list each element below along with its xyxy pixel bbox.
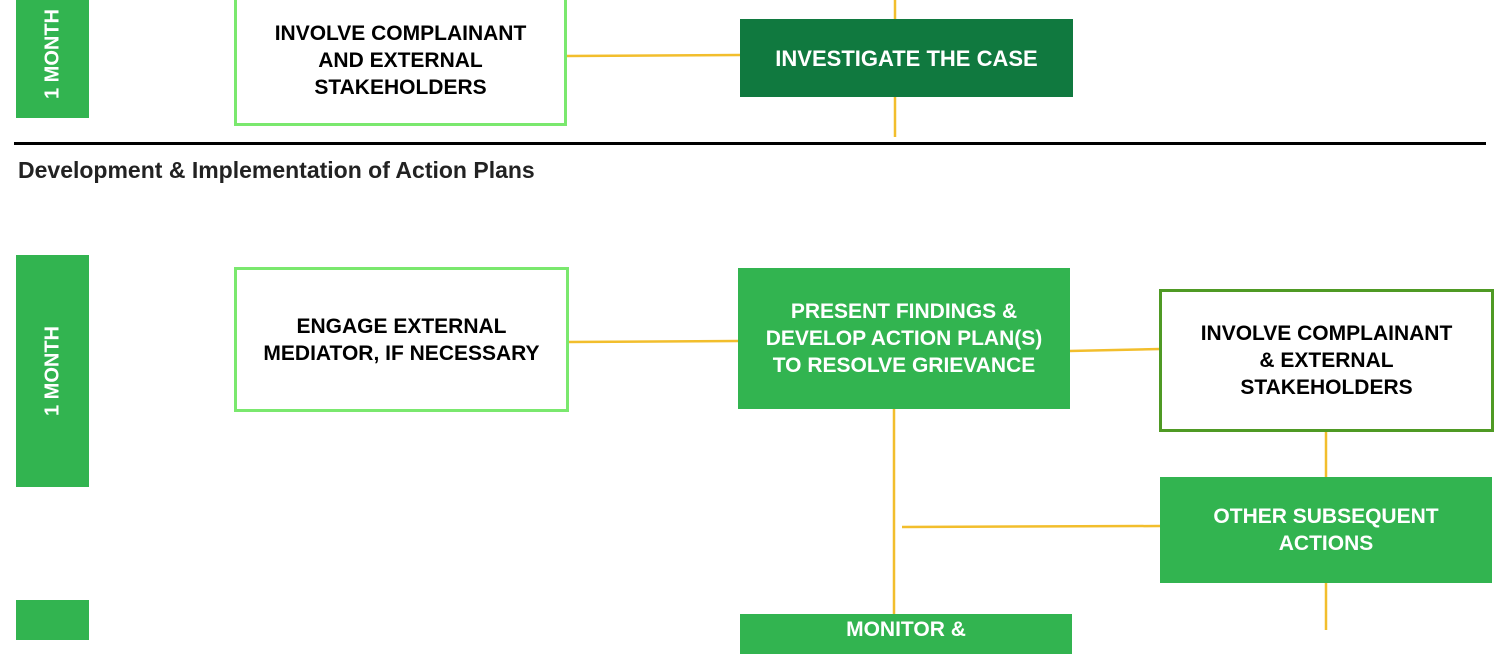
time-bar-bottom <box>16 600 89 640</box>
involve-complainant-box: INVOLVE COMPLAINANT & EXTERNAL STAKEHOLD… <box>1159 289 1494 432</box>
connector-other-to-trunk <box>901 524 1161 529</box>
connector-involve-investigate <box>565 53 741 58</box>
monitor-box: MONITOR & <box>740 614 1072 654</box>
investigate-case-box: INVESTIGATE THE CASE <box>740 19 1073 97</box>
involve-complainant-box-top: INVOLVE COMPLAINANT AND EXTERNAL STAKEHO… <box>234 0 567 126</box>
connector-lines <box>565 0 1328 630</box>
other-actions-box: OTHER SUBSEQUENT ACTIONS <box>1160 477 1492 583</box>
section-divider <box>14 142 1486 145</box>
time-bar-label: 1 MONTH <box>41 9 63 99</box>
connector-engage-present <box>567 339 739 344</box>
section-title: Development & Implementation of Action P… <box>18 157 535 183</box>
engage-mediator-box: ENGAGE EXTERNAL MEDIATOR, IF NECESSARY <box>234 267 569 412</box>
time-bar-middle: 1 MONTH <box>16 255 89 487</box>
present-findings-box: PRESENT FINDINGS & DEVELOP ACTION PLAN(S… <box>738 268 1070 409</box>
time-bar-label: 1 MONTH <box>41 326 63 416</box>
connector-present-involve <box>1068 347 1161 353</box>
time-bar-top: 1 MONTH <box>16 0 89 118</box>
